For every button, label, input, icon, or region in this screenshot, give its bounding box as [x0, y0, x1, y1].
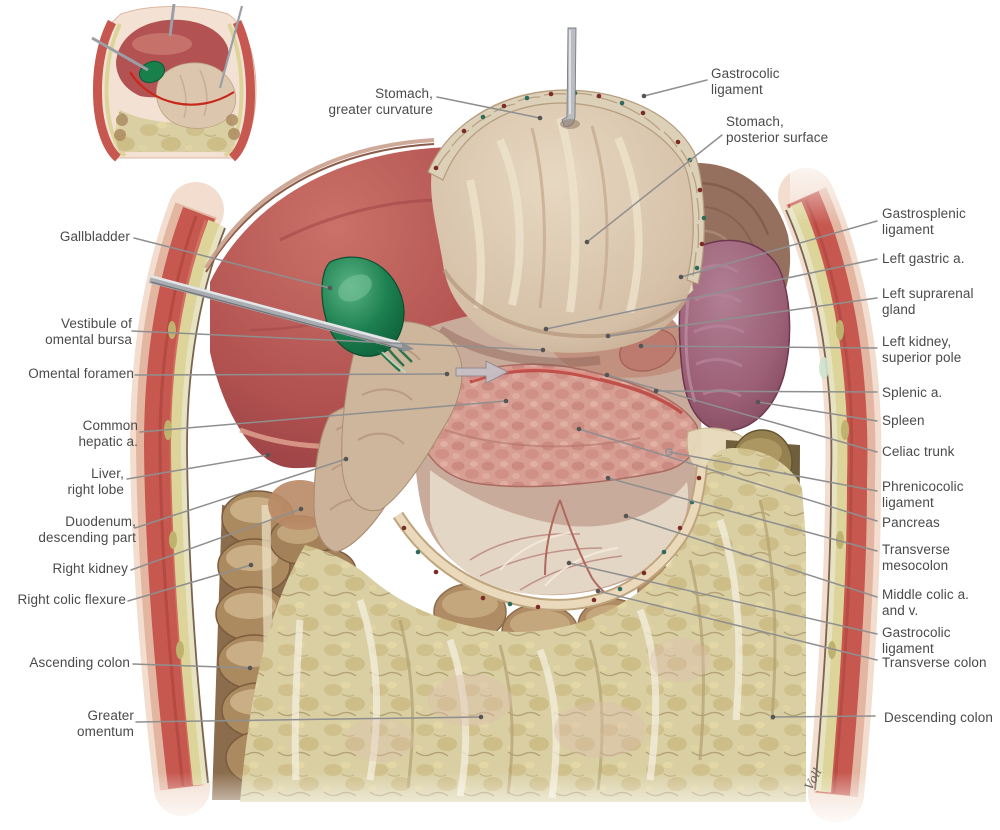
label-stomach-posterior-surface: Stomach, posterior surface: [726, 114, 829, 145]
inset-overview-figure: [91, 3, 257, 162]
surgical-probe: [148, 274, 414, 352]
label-left-gastric-a: Left gastric a.: [882, 251, 965, 266]
inset-probe-right: [218, 5, 244, 89]
bottom-fade: [0, 772, 1000, 830]
label-celiac-trunk: Celiac trunk: [882, 444, 955, 459]
gastrocolic-cut-edge-lower: [392, 464, 708, 611]
stomach-antrum-fold: [341, 320, 463, 512]
label-right-colic-flexure: Right colic flexure: [17, 592, 126, 607]
splenic-artery-shape: [469, 368, 684, 415]
label-gastrosplenic-ligament: Gastrosplenic ligament: [882, 206, 966, 237]
label-greater-omentum: Greater omentum: [77, 708, 134, 739]
label-omental-foramen: Omental foramen: [28, 366, 134, 381]
label-pancreas: Pancreas: [882, 515, 940, 530]
inset-probe-left: [91, 36, 149, 72]
label-splenic-a: Splenic a.: [882, 385, 943, 400]
label-gastrocolic-ligament-top: Gastrocolic ligament: [711, 66, 780, 97]
omental-foramen-arrow: [455, 360, 510, 384]
label-gallbladder: Gallbladder: [59, 229, 130, 244]
label-left-suprarenal-gland: Left suprarenal gland: [882, 286, 974, 317]
body-wall-right: [778, 168, 882, 823]
main-figure: [0, 27, 1000, 830]
label-ascending-colon: Ascending colon: [29, 655, 130, 670]
stomach-shape: [341, 89, 701, 512]
label-duodenum-descending-part: Duodenum, descending part: [38, 514, 136, 545]
label-gastrocolic-ligament-lower: Gastrocolic ligament: [882, 625, 951, 656]
label-vestibule-of-omental-bursa: Vestibule of omental bursa: [45, 316, 132, 347]
label-right-kidney: Right kidney: [52, 561, 128, 576]
label-transverse-colon: Transverse colon: [882, 655, 987, 670]
label-liver-right-lobe: Liver, right lobe: [67, 466, 124, 497]
inset-gallbladder: [138, 60, 166, 84]
leader-lines: [126, 79, 878, 723]
label-left-kidney-superior-pole: Left kidney, superior pole: [882, 334, 962, 365]
label-common-hepatic-a: Common hepatic a.: [78, 418, 138, 449]
label-stomach-greater-curvature: Stomach, greater curvature: [328, 86, 433, 117]
label-transverse-mesocolon: Transverse mesocolon: [882, 542, 951, 573]
label-descending-colon: Descending colon: [884, 710, 993, 725]
retractor-hook: [560, 27, 580, 129]
leader-endpoints: [247, 93, 776, 720]
label-middle-colic-a-and-v: Middle colic a. and v.: [882, 587, 970, 618]
label-phrenicocolic-ligament: Phrenicocolic ligament: [882, 479, 964, 510]
greater-omentum-shape: [240, 448, 806, 802]
spleen-shape: [678, 239, 791, 432]
inset-cut-line: [129, 71, 235, 106]
inset-probe-top: [168, 3, 176, 37]
top-right-fade: [790, 140, 890, 225]
label-spleen: Spleen: [882, 413, 925, 428]
